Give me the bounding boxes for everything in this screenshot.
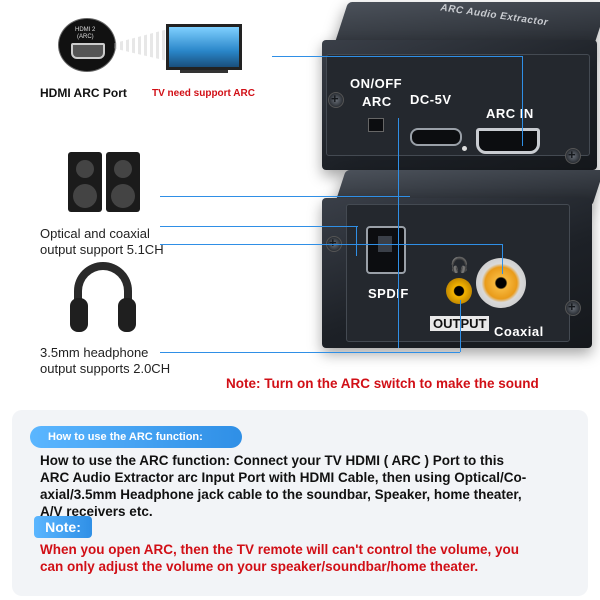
spdif-optical-port — [366, 226, 406, 274]
headphone-feature-label-1: 3.5mm headphone — [40, 345, 149, 360]
led-indicator — [462, 146, 467, 151]
guide-line — [522, 56, 523, 146]
how-to-title: How to use the ARC function: — [48, 431, 203, 443]
headphone-feature-label-2: output supports 2.0CH — [40, 361, 171, 376]
how-to-title-pill: How to use the ARC function: — [30, 426, 242, 448]
dc-5v-label: DC-5V — [410, 92, 452, 107]
screw-icon — [565, 299, 581, 316]
guide-line — [160, 352, 460, 353]
switch-label-on-off: ON/OFF — [350, 76, 403, 91]
dc-port — [410, 128, 462, 146]
headphones-earcup — [70, 298, 88, 332]
how-to-line: axial/3.5mm Headphone jack cable to the … — [40, 487, 522, 502]
screw-icon — [565, 147, 581, 164]
coaxial-label: Coaxial — [494, 324, 544, 339]
screw-icon — [328, 91, 344, 108]
note-title-pill: Note: — [34, 516, 92, 538]
headphones-icon — [74, 262, 132, 306]
thumbnail-guide — [114, 28, 172, 62]
hdmi-port-icon — [71, 43, 105, 59]
coaxial-port — [476, 258, 526, 308]
how-to-line: ARC Audio Extractor arc Input Port with … — [40, 470, 527, 485]
guide-line — [272, 56, 522, 57]
guide-line — [160, 226, 358, 227]
arc-switch-note: Note: Turn on the ARC switch to make the… — [226, 376, 539, 391]
tv-support-arc-label: TV need support ARC — [152, 88, 255, 99]
tv-icon — [166, 24, 242, 70]
how-to-line: A/V receivers etc. — [40, 504, 153, 519]
hdmi-port-thumbnail: HDMI 2 (ARC) — [58, 18, 116, 72]
arc-in-hdmi-port — [476, 128, 540, 154]
arc-in-label: ARC IN — [486, 106, 534, 121]
headphone-icon: 🎧 — [450, 257, 469, 274]
output-label: OUTPUT — [433, 316, 486, 331]
headphone-jack — [446, 278, 472, 304]
hdmi-port-small-label: HDMI 2 — [75, 27, 96, 33]
how-to-line: How to use the ARC function: Connect you… — [40, 453, 504, 468]
hdmi-arc-port-label: HDMI ARC Port — [40, 86, 127, 100]
guide-line — [460, 300, 461, 352]
note-line: can only adjust the volume on your speak… — [40, 559, 479, 574]
switch-label-arc: ARC — [362, 94, 392, 109]
arc-switch — [368, 118, 384, 132]
guide-line — [502, 244, 503, 274]
guide-line — [398, 118, 399, 348]
guide-line — [160, 196, 410, 197]
speaker-icon — [106, 152, 140, 212]
bottom-device — [322, 198, 592, 348]
speaker-icon — [68, 152, 102, 212]
optical-feature-label-1: Optical and coaxial — [40, 226, 150, 241]
guide-line — [160, 244, 502, 245]
hdmi-port-small-label-2: (ARC) — [77, 34, 94, 40]
optical-feature-label-2: output support 5.1CH — [40, 242, 164, 257]
note-title: Note: — [45, 519, 81, 535]
spdif-label: SPDIF — [368, 286, 409, 301]
output-label-box: OUTPUT — [430, 316, 490, 331]
guide-line — [356, 226, 357, 256]
headphones-earcup — [118, 298, 136, 332]
top-device — [322, 40, 597, 170]
tv-stand — [180, 70, 228, 73]
note-line: When you open ARC, then the TV remote wi… — [40, 542, 519, 557]
